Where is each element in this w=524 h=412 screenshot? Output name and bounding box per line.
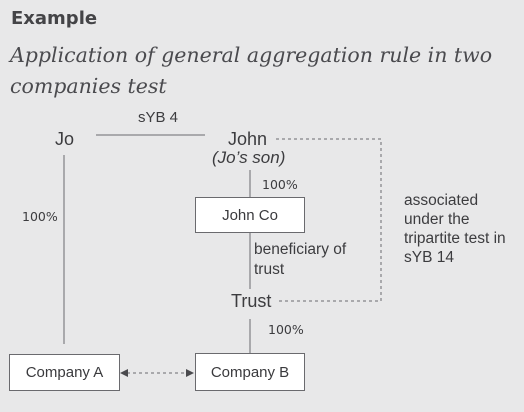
company-b-label: Company B [210,363,290,381]
company-a-label: Company A [25,364,104,381]
associated-note: associated under the tripartite test in … [404,191,506,267]
associated-line-3: tripartite test in [404,230,506,247]
company-a-box: Company A [9,354,120,391]
beneficiary-label: beneficiary of trust [254,240,346,280]
trust-companyb-percent: 100% [268,322,304,337]
john-johnco-percent: 100% [262,177,298,192]
john-node: John [228,129,268,149]
example-heading: Example [11,8,98,29]
beneficiary-line-1: beneficiary of [254,241,347,258]
john-co-label: John Co [222,206,278,224]
company-b-box: Company B [195,353,305,391]
association-bracket [276,138,382,302]
john-relation-label: (Jo’s son) [212,148,286,167]
syb4-label: sYB 4 [138,109,179,126]
associated-line-2: under the [404,211,470,228]
trust-node: Trust [231,291,272,311]
jo-node: Jo [55,129,75,149]
associated-line-1: associated [404,192,479,209]
jo-companya-percent: 100% [22,209,58,224]
john-co-box: John Co [195,197,305,233]
associated-line-4: sYB 14 [404,249,454,266]
example-title: Application of general aggregation rule … [10,43,493,98]
beneficiary-line-2: trust [254,261,285,278]
